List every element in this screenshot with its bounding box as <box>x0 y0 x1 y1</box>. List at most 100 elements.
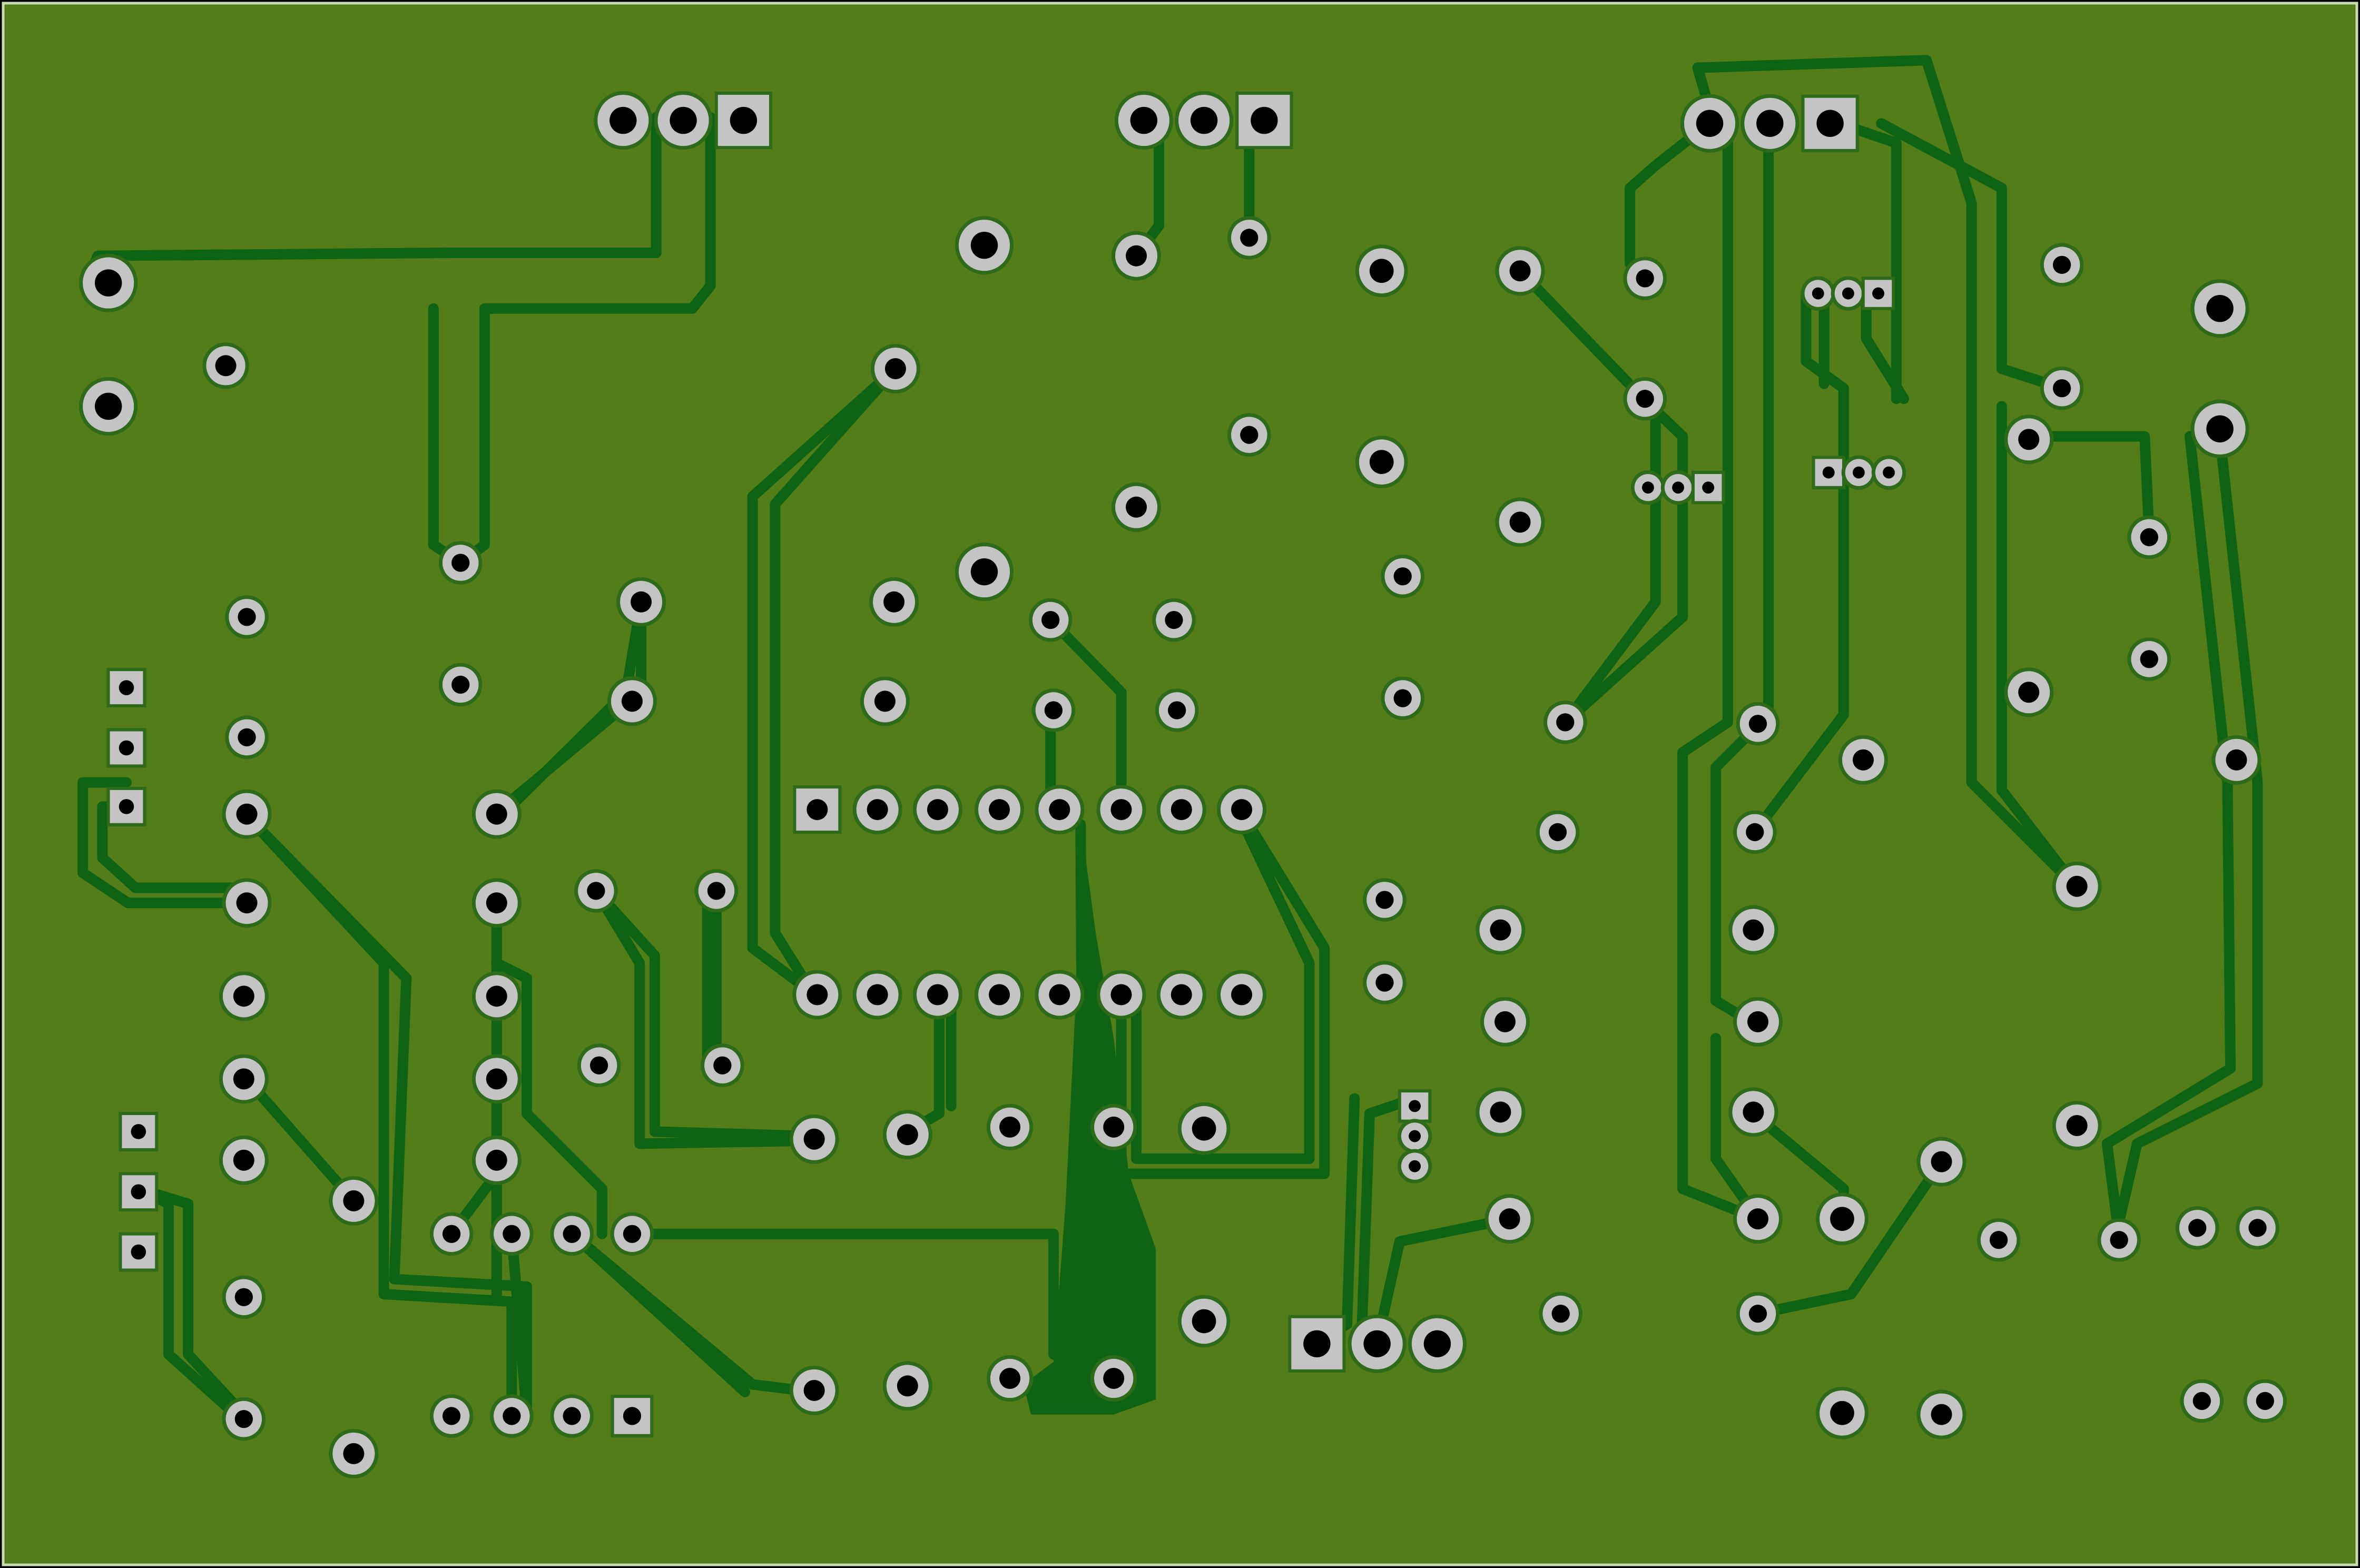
drill-hole-20 <box>451 554 470 572</box>
drill-hole-42 <box>589 1056 608 1074</box>
trace-14 <box>1515 265 1688 728</box>
drill-hole-98 <box>1748 1305 1767 1323</box>
drill-hole-128 <box>623 1225 642 1243</box>
drill-hole-77 <box>803 1379 825 1401</box>
drill-hole-9 <box>1816 110 1844 137</box>
drill-hole-145 <box>1812 287 1824 300</box>
drill-hole-87 <box>2018 682 2040 703</box>
drill-hole-135 <box>119 799 134 814</box>
drill-hole-139 <box>1641 481 1654 494</box>
drill-hole-85 <box>2140 528 2158 547</box>
drill-hole-88 <box>2226 749 2247 771</box>
trace-8 <box>1876 118 2068 394</box>
drill-hole-5 <box>1190 106 1218 134</box>
drill-hole-111 <box>927 799 948 821</box>
trace-47 <box>1045 615 1127 818</box>
drill-hole-39 <box>621 691 643 712</box>
drill-hole-137 <box>131 1184 146 1200</box>
trace-11 <box>1753 288 1849 833</box>
drill-hole-15 <box>970 231 998 259</box>
drill-hole-99 <box>1931 1151 1952 1172</box>
drill-hole-149 <box>1409 1130 1421 1142</box>
drill-hole-32 <box>343 1443 365 1464</box>
drill-hole-45 <box>883 591 905 613</box>
drill-hole-25 <box>236 892 258 914</box>
drill-hole-115 <box>1171 799 1192 821</box>
trace-18 <box>2109 431 2263 1247</box>
drill-hole-47 <box>1041 610 1060 629</box>
drill-hole-34 <box>486 892 507 914</box>
drill-hole-138 <box>131 1244 146 1260</box>
drill-hole-113 <box>1049 799 1070 821</box>
drill-hole-89 <box>2066 875 2088 897</box>
drill-hole-143 <box>1852 466 1865 479</box>
trace-36 <box>747 363 901 999</box>
drill-hole-58 <box>1393 689 1412 707</box>
drill-hole-52 <box>1240 229 1258 247</box>
drill-hole-96 <box>1747 1208 1768 1230</box>
drill-hole-121 <box>1049 984 1070 1005</box>
drill-hole-95 <box>1743 1101 1764 1123</box>
drill-hole-72 <box>803 1128 825 1150</box>
drill-hole-114 <box>1110 799 1132 821</box>
drill-hole-103 <box>2188 1219 2207 1237</box>
drill-hole-86 <box>2140 650 2158 668</box>
copper-pour <box>1023 842 1156 1415</box>
drill-hole-130 <box>503 1407 521 1425</box>
drill-hole-49 <box>1165 610 1183 629</box>
drill-hole-126 <box>503 1225 521 1243</box>
drill-hole-38 <box>631 591 652 613</box>
drill-hole-55 <box>1369 259 1394 283</box>
drill-hole-16 <box>970 558 998 586</box>
drill-hole-22 <box>238 608 256 626</box>
drill-hole-56 <box>1369 450 1394 474</box>
trace-31 <box>238 1070 359 1206</box>
drill-hole-73 <box>897 1124 918 1146</box>
drill-hole-92 <box>1746 823 1764 842</box>
drill-hole-62 <box>1636 389 1654 408</box>
drill-hole-81 <box>1192 1309 1216 1334</box>
trace-46 <box>566 1228 751 1397</box>
drill-hole-65 <box>1375 891 1394 909</box>
drill-hole-28 <box>233 1149 254 1171</box>
drill-hole-2 <box>670 106 697 134</box>
trace-25 <box>77 777 249 909</box>
drill-hole-101 <box>1989 1231 2008 1249</box>
drill-hole-24 <box>236 803 258 825</box>
drill-hole-18 <box>2206 415 2234 442</box>
drill-hole-37 <box>486 1149 507 1171</box>
drill-hole-50 <box>1168 701 1186 719</box>
drill-hole-4 <box>1130 106 1158 134</box>
drill-hole-136 <box>131 1124 146 1139</box>
drill-hole-13 <box>94 269 122 297</box>
drill-hole-133 <box>119 680 134 695</box>
drill-hole-35 <box>486 985 507 1007</box>
drill-hole-109 <box>807 799 828 821</box>
drill-hole-43 <box>713 1056 732 1074</box>
trace-42 <box>506 1228 532 1420</box>
drill-hole-71 <box>1551 1305 1570 1323</box>
drill-hole-120 <box>989 984 1010 1005</box>
drill-hole-122 <box>1110 984 1132 1005</box>
drill-hole-124 <box>1231 984 1253 1005</box>
drill-hole-125 <box>442 1225 461 1243</box>
drill-hole-147 <box>1872 287 1884 300</box>
trace-37 <box>770 363 901 999</box>
drill-hole-3 <box>730 106 758 134</box>
drill-hole-80 <box>1103 1368 1125 1389</box>
drill-hole-110 <box>867 799 888 821</box>
drill-hole-132 <box>623 1407 642 1425</box>
drill-hole-91 <box>1748 715 1767 733</box>
drill-hole-123 <box>1171 984 1192 1005</box>
drill-hole-63 <box>1556 713 1575 732</box>
drill-hole-31 <box>343 1190 365 1211</box>
drill-hole-1 <box>609 106 637 134</box>
drill-hole-14 <box>94 392 122 420</box>
drill-hole-141 <box>1702 481 1715 494</box>
drill-hole-6 <box>1251 106 1278 134</box>
drill-hole-60 <box>1509 511 1531 533</box>
drill-hole-12 <box>1423 1330 1451 1358</box>
drill-hole-29 <box>234 1288 253 1306</box>
